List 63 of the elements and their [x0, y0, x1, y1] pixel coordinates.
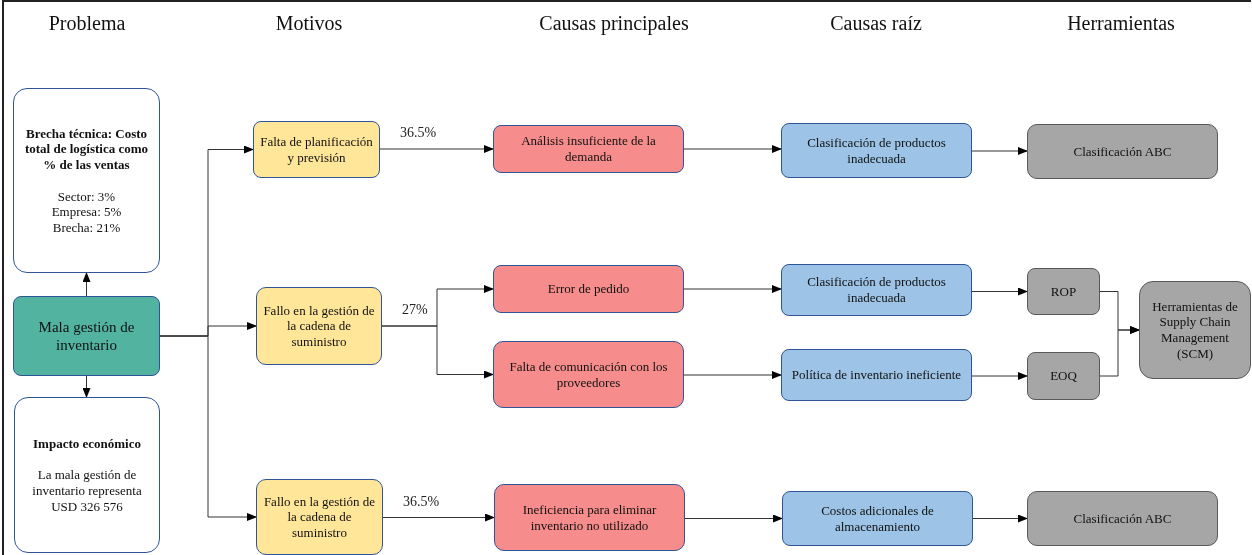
arrow: [159, 335, 257, 521]
process-box: [493, 341, 684, 408]
column-heading: Causas principales: [539, 12, 689, 35]
box-text: Clasificación de productos inadecuada: [806, 274, 947, 306]
process-box: [256, 479, 383, 555]
process-box: [493, 265, 684, 313]
arrow: [971, 372, 1028, 380]
edge-label: 36.5%: [400, 125, 437, 141]
process-box: [493, 125, 684, 173]
box-text: Ineficiencia para eliminar inventario no utilizado: [521, 501, 658, 534]
arrow: [382, 513, 495, 522]
arrow: [971, 147, 1028, 155]
arrow: [684, 514, 783, 523]
arrow: [1099, 326, 1140, 377]
box-text: Sector: 3% Empresa: 5% Brecha: 21%: [50, 188, 123, 236]
info-box: [13, 88, 160, 273]
process-box: [494, 484, 685, 551]
process-box: [253, 121, 380, 178]
process-box: [781, 123, 972, 178]
problem-box: [13, 296, 160, 376]
arrow: [683, 145, 782, 153]
process-box: [1139, 281, 1251, 379]
box-text: EOQ: [1050, 368, 1077, 384]
box-text: ROP: [1050, 283, 1077, 300]
box-text: Herramientas de Supply Chain Management (SCM): [1151, 298, 1239, 362]
process-box: [1027, 268, 1100, 315]
box-text: Clasificación ABC: [1073, 143, 1172, 160]
edge-label: 27%: [402, 302, 428, 318]
column-heading: Motivos: [275, 12, 343, 35]
process-box: [782, 491, 973, 546]
process-box: [1027, 352, 1100, 400]
edge-label: 36.5%: [403, 493, 440, 510]
column-heading: Causas raíz: [830, 12, 922, 35]
arrow: [82, 272, 91, 297]
column-heading: Herramientas: [1067, 12, 1175, 35]
arrow: [683, 371, 782, 379]
box-heading: Brecha técnica: Costo total de logística como % de las ventas: [23, 125, 150, 173]
box-text: La mala gestión de inventario representa USD 326 576: [31, 467, 143, 515]
box-text: Análisis insuficiente de la demanda: [520, 133, 657, 165]
box-text: Falta de planificación y previsión: [260, 133, 373, 166]
box-text: Política de inventario ineficiente: [791, 367, 962, 383]
box-text: Costos adicionales de almacenamiento: [820, 502, 935, 535]
arrow: [82, 375, 91, 398]
box-text: Clasificación ABC: [1073, 510, 1172, 527]
process-box: [1027, 491, 1218, 546]
box-text: Falta de comunicación con los proveedores: [508, 358, 669, 391]
arrow: [971, 287, 1028, 296]
arrow: [683, 285, 782, 293]
arrow: [381, 325, 494, 379]
info-box: [14, 397, 160, 553]
box-text: Mala gestión de inventario: [37, 318, 136, 354]
column-heading: Problema: [48, 12, 126, 35]
process-box: [256, 287, 382, 365]
box-text: Fallo en la gestión de la cadena de suministro: [263, 493, 376, 541]
process-box: [781, 264, 972, 316]
box-text: Clasificación de productos inadecuada: [806, 134, 947, 167]
process-box: [781, 349, 972, 401]
box-heading: Impacto económico: [33, 435, 141, 452]
box-text: Error de pedido: [547, 281, 630, 297]
process-box: [1027, 124, 1218, 179]
box-text: Fallo en la gestión de la cadena de suministro: [263, 302, 375, 350]
arrow: [379, 145, 494, 153]
arrow: [972, 514, 1028, 523]
